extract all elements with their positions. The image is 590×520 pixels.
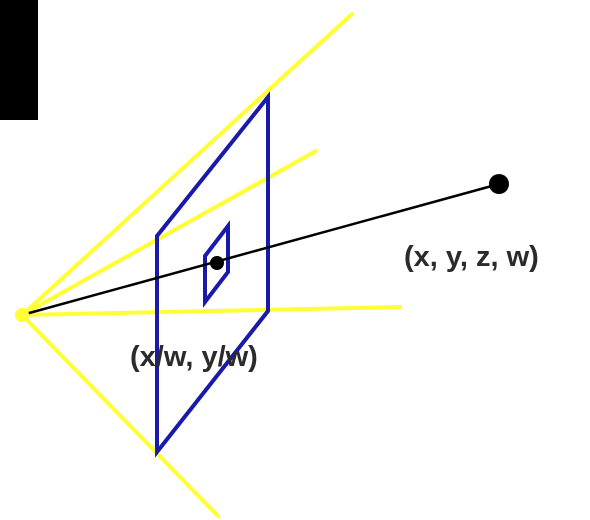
projection-ray [21,182,500,317]
projected-patch [203,220,230,308]
projected-point-dot [210,256,224,270]
homogeneous-point-dot [489,174,509,194]
homogeneous-point-label: (x, y, z, w) [404,241,539,273]
projected-point-label: (x/w, y/w) [130,341,258,373]
frustum-line-middle [20,305,402,317]
frustum-line-bottom [20,313,220,518]
frustum-line-upper [20,149,318,317]
eye-point [15,308,29,322]
frustum-line-top [20,12,354,317]
corner-block [0,0,38,120]
projection-plane [155,91,270,458]
